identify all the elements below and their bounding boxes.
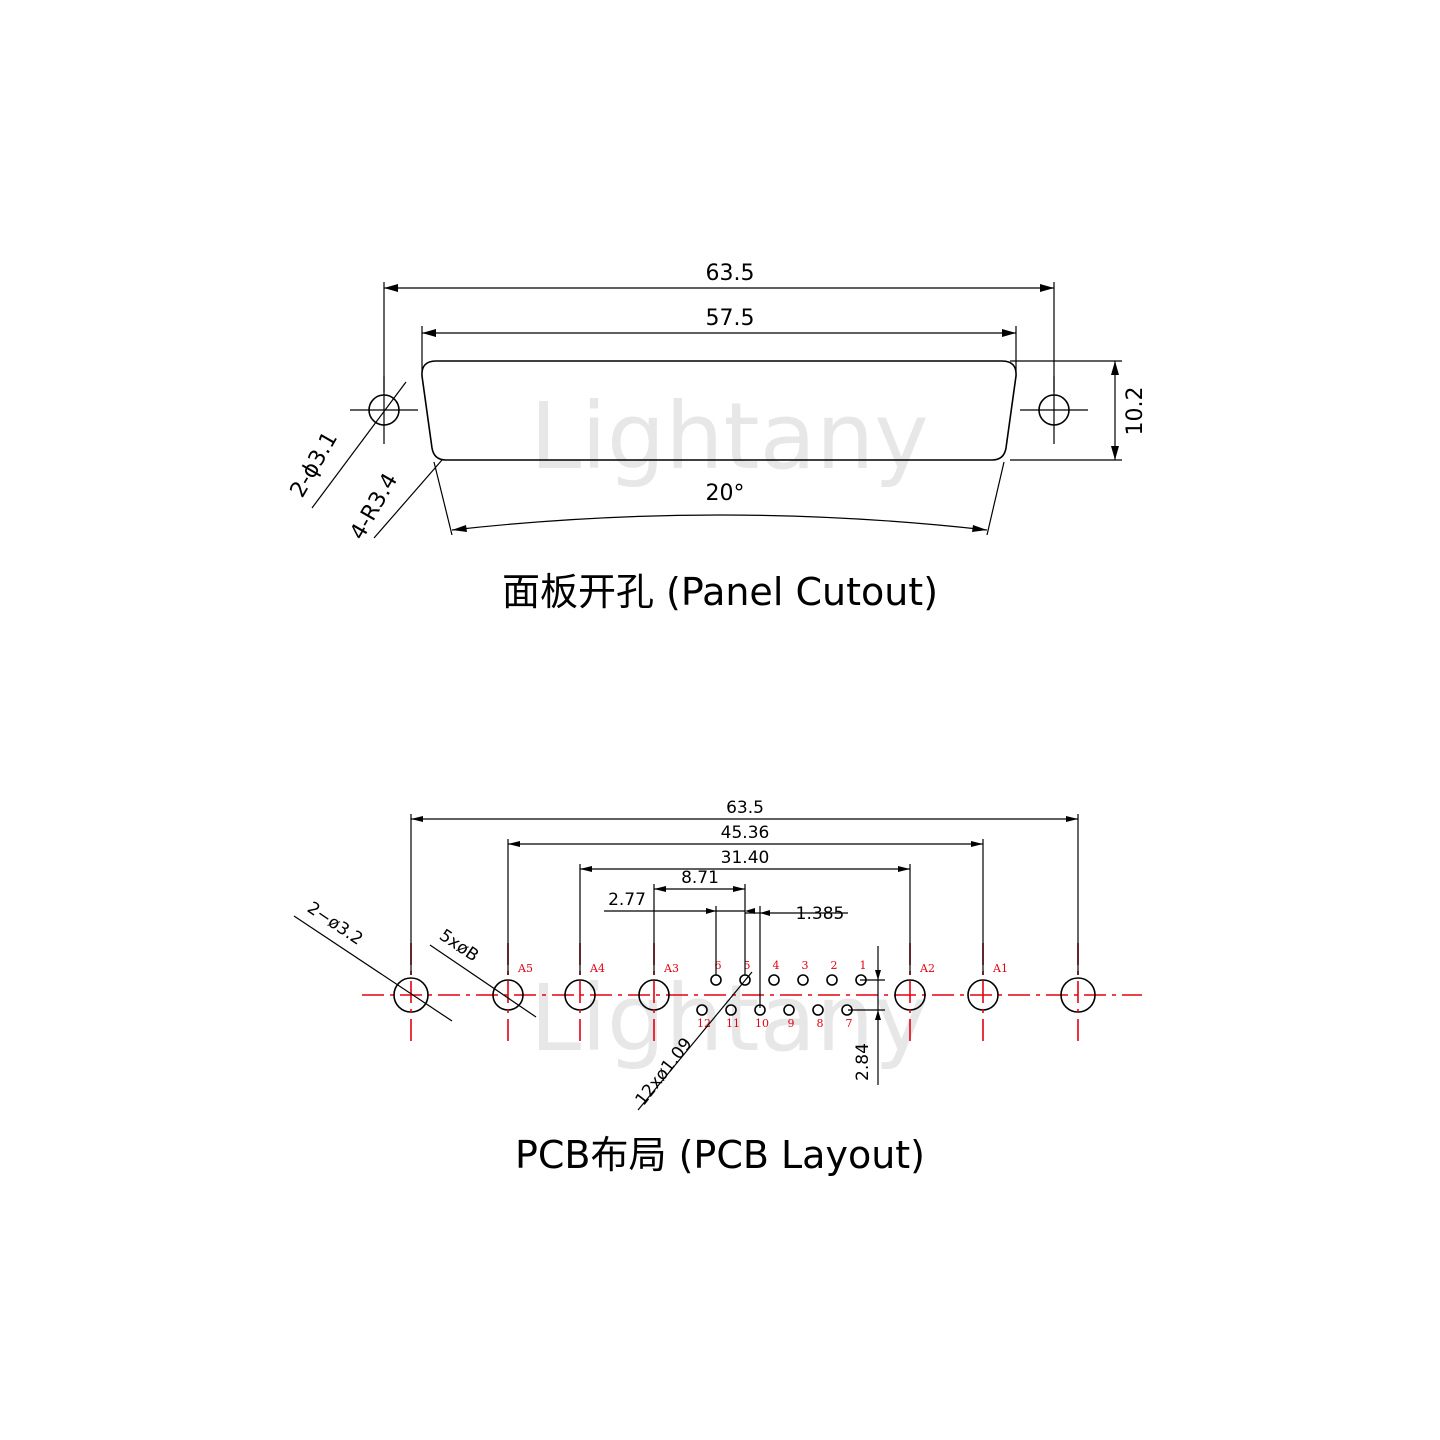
panel-radius-callout: 4-R3.4	[345, 469, 403, 544]
panel-angle-dim: 20°	[706, 481, 745, 506]
pcb-row-spacing-dim: 2.84	[853, 1043, 873, 1081]
pcb-pin-pitch-dim: 2.77	[608, 890, 646, 910]
pcb-layout-title: PCB布局 (PCB Layout)	[515, 1133, 925, 1177]
pcb-coax-span-dim: 45.36	[721, 823, 770, 843]
coax-label: A1	[992, 962, 1008, 975]
pcb-overall-width-dim: 63.5	[726, 798, 764, 818]
coax-label: A5	[517, 962, 533, 975]
signal-pin-hole	[768, 974, 780, 986]
pcb-row-offset-dim: 1.385	[796, 904, 845, 924]
pcb-mount-hole-callout: 2−ø3.2	[303, 898, 366, 950]
pcb-inner-coax-span-dim: 31.40	[721, 848, 770, 868]
signal-pin-label: 6	[715, 959, 722, 972]
coax-label: A3	[663, 962, 679, 975]
signal-pin-label: 4	[773, 959, 780, 972]
pcb-coax-hole-callout: 5xøB	[435, 926, 482, 967]
signal-pin-label: 2	[831, 959, 838, 972]
signal-pin-label: 3	[802, 959, 809, 972]
pcb-a3-to-pin-dim: 8.71	[681, 868, 719, 888]
watermark-bottom: Lightany	[530, 965, 929, 1072]
panel-hole-callout: 2-ϕ3.1	[286, 428, 343, 502]
signal-pin-label: 1	[860, 959, 867, 972]
panel-overall-width-dim: 63.5	[706, 261, 755, 286]
signal-pin-hole	[696, 1004, 708, 1016]
signal-pin-hole	[725, 1004, 737, 1016]
panel-height-dim: 10.2	[1123, 387, 1148, 436]
signal-pin-hole	[797, 974, 809, 986]
signal-pin-label: 5	[744, 959, 751, 972]
signal-pin-label: 11	[726, 1017, 740, 1030]
signal-pin-label: 8	[817, 1017, 824, 1030]
coax-label: A4	[589, 962, 605, 975]
panel-cutout-title: 面板开孔 (Panel Cutout)	[502, 570, 938, 614]
panel-inner-width-dim: 57.5	[706, 306, 755, 331]
signal-pin-hole	[812, 1004, 824, 1016]
coax-label: A2	[919, 962, 935, 975]
signal-pin-hole	[826, 974, 838, 986]
signal-pin-label: 9	[788, 1017, 795, 1030]
watermark-top: Lightany	[530, 383, 929, 490]
signal-pin-hole	[783, 1004, 795, 1016]
panel-cutout-view: 63.5 57.5 10.2 20° 2-ϕ3.1 4-R3.4 面板开孔 (P…	[286, 261, 1148, 614]
signal-pin-label: 10	[755, 1017, 769, 1030]
signal-pin-label: 7	[846, 1017, 853, 1030]
